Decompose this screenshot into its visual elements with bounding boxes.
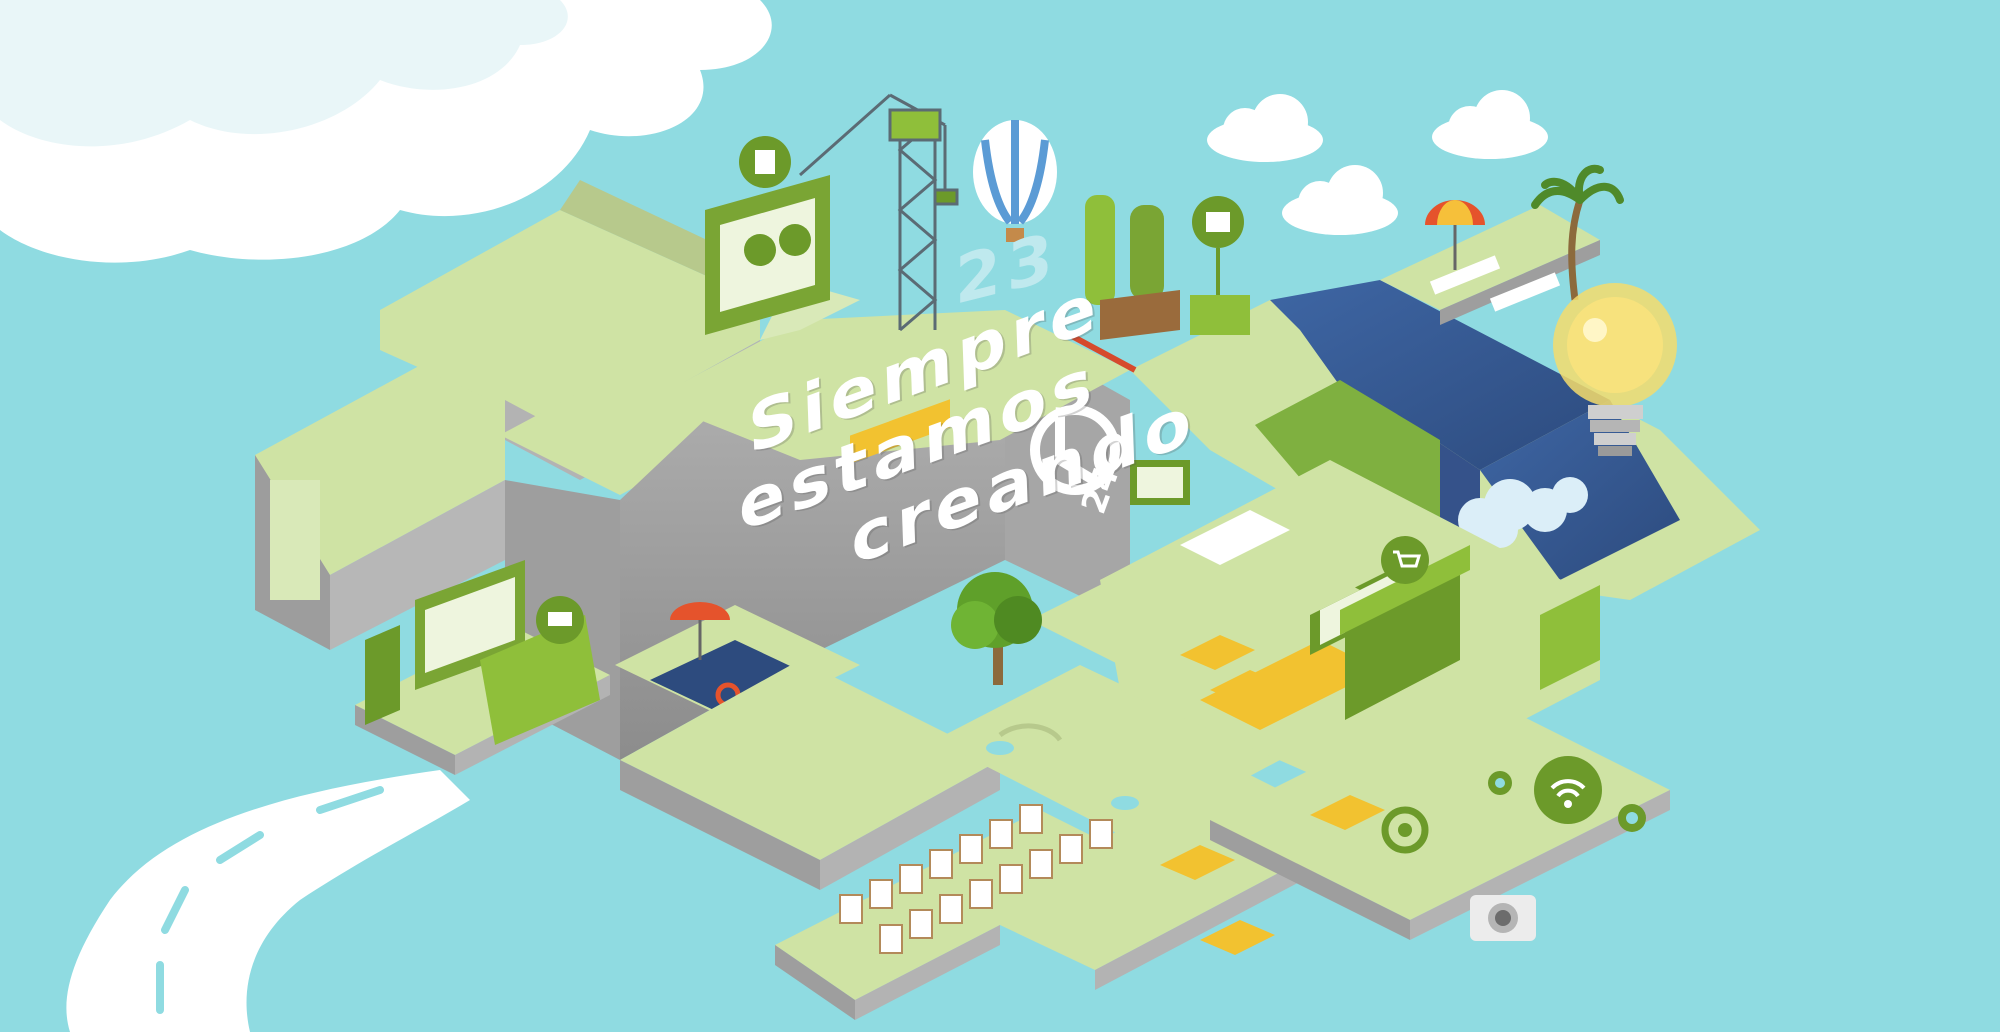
gear-icon <box>1488 771 1646 832</box>
wifi-icon <box>1534 756 1602 824</box>
office-desks <box>1160 635 1385 955</box>
billboard <box>705 175 830 335</box>
topiary-sculpture <box>1068 195 1250 373</box>
desk-station <box>1100 460 1360 650</box>
clock-24-icon <box>1030 405 1120 495</box>
small-cloud <box>432 90 1548 235</box>
large-cloud <box>0 0 772 263</box>
road <box>66 770 471 1032</box>
tree <box>951 572 1042 685</box>
lower-middle-platform <box>620 399 1000 890</box>
printer-icon <box>536 596 584 644</box>
left-office-block <box>255 360 505 650</box>
beach-area <box>1425 200 1561 312</box>
cart-icon <box>1381 536 1429 584</box>
light-bulb <box>1553 283 1677 456</box>
document-icon <box>739 136 791 188</box>
camera <box>1470 895 1536 941</box>
hot-air-balloon <box>973 120 1057 242</box>
easels <box>839 804 1113 954</box>
box-icon <box>1192 196 1244 295</box>
palm-tree <box>1531 164 1624 301</box>
market-stall <box>1340 545 1600 720</box>
crane <box>799 93 959 332</box>
screen-platform <box>355 560 610 775</box>
at-sign-icon <box>1381 806 1429 854</box>
water-splash <box>1458 477 1588 548</box>
